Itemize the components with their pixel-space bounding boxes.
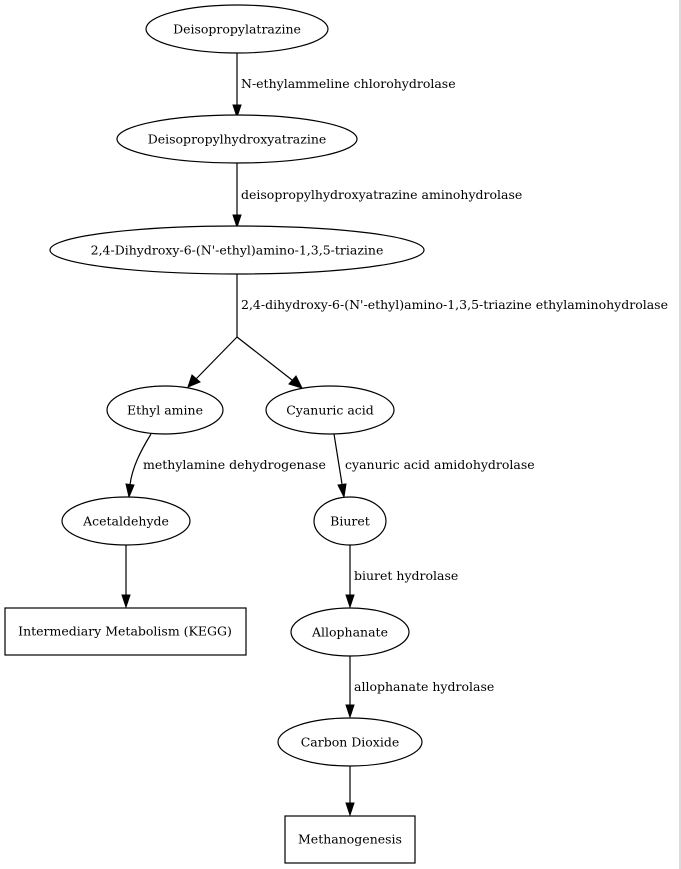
arrowhead xyxy=(345,802,355,817)
node-label: Methanogenesis xyxy=(298,832,402,847)
edge-label-cyanuric-acid-amidohydrolase: cyanuric acid amidohydrolase xyxy=(345,457,535,472)
node-ethyl-amine: Ethyl amine xyxy=(106,385,224,435)
edge-acetaldehyde-to-intermediary-metabolism xyxy=(121,545,131,609)
edge-label-aminohydrolase: deisopropylhydroxyatrazine aminohydrolas… xyxy=(241,187,522,202)
node-label: Cyanuric acid xyxy=(286,403,374,418)
arrowhead xyxy=(345,704,355,719)
node-label: Allophanate xyxy=(311,625,388,640)
edge-label-n-ethylammeline-chlorohydrolase: N-ethylammeline chlorohydrolase xyxy=(241,76,456,91)
edge-dihydroxy-triazine-split xyxy=(187,274,303,389)
edge-label-ethylaminohydrolase: 2,4-dihydroxy-6-(N'-ethyl)amino-1,3,5-tr… xyxy=(241,297,668,312)
node-biuret: Biuret xyxy=(313,496,387,546)
arrowhead xyxy=(232,104,242,119)
arrowhead xyxy=(345,594,355,609)
node-cyanuric-acid: Cyanuric acid xyxy=(265,385,395,435)
node-dihydroxy-triazine: 2,4-Dihydroxy-6-(N'-ethyl)amino-1,3,5-tr… xyxy=(49,225,425,275)
node-carbon-dioxide: Carbon Dioxide xyxy=(277,717,423,767)
arrowhead xyxy=(337,483,347,499)
arrowhead xyxy=(121,594,131,609)
node-label: Deisopropylhydroxyatrazine xyxy=(148,132,327,147)
arrowhead xyxy=(125,483,135,499)
node-intermediary-metabolism: Intermediary Metabolism (KEGG) xyxy=(4,607,247,656)
node-deisopropylatrazine: Deisopropylatrazine xyxy=(145,4,329,54)
edge-label-biuret-hydrolase: biuret hydrolase xyxy=(354,568,458,583)
node-label: Ethyl amine xyxy=(127,403,203,418)
edge-biuret-to-allophanate xyxy=(345,545,355,609)
node-label: Carbon Dioxide xyxy=(301,735,400,750)
edge-label-allophanate-hydrolase: allophanate hydrolase xyxy=(354,679,494,694)
arrowhead xyxy=(232,214,242,229)
node-label: Intermediary Metabolism (KEGG) xyxy=(18,624,232,639)
edge-hydroxyatrazine-to-dihydroxy-triazine xyxy=(232,163,242,229)
node-label: Acetaldehyde xyxy=(82,514,169,529)
node-allophanate: Allophanate xyxy=(290,607,410,657)
edge-deisopropylatrazine-to-deisopropylhydroxyatrazine xyxy=(232,53,242,119)
node-label: Deisopropylatrazine xyxy=(173,22,301,37)
node-acetaldehyde: Acetaldehyde xyxy=(61,496,191,546)
arrowhead xyxy=(288,375,303,389)
edge-cyanuric-acid-to-biuret xyxy=(333,433,347,499)
edge-ethyl-amine-to-acetaldehyde xyxy=(125,433,152,499)
node-methanogenesis: Methanogenesis xyxy=(284,815,416,864)
edge-label-methylamine-dehydrogenase: methylamine dehydrogenase xyxy=(143,457,326,472)
node-label: Biuret xyxy=(330,514,370,529)
arrowhead xyxy=(187,374,201,388)
node-label: 2,4-Dihydroxy-6-(N'-ethyl)amino-1,3,5-tr… xyxy=(91,243,384,258)
edge-allophanate-to-carbon-dioxide xyxy=(345,656,355,719)
node-deisopropylhydroxyatrazine: Deisopropylhydroxyatrazine xyxy=(116,114,358,164)
edge-carbon-dioxide-to-methanogenesis xyxy=(345,766,355,817)
